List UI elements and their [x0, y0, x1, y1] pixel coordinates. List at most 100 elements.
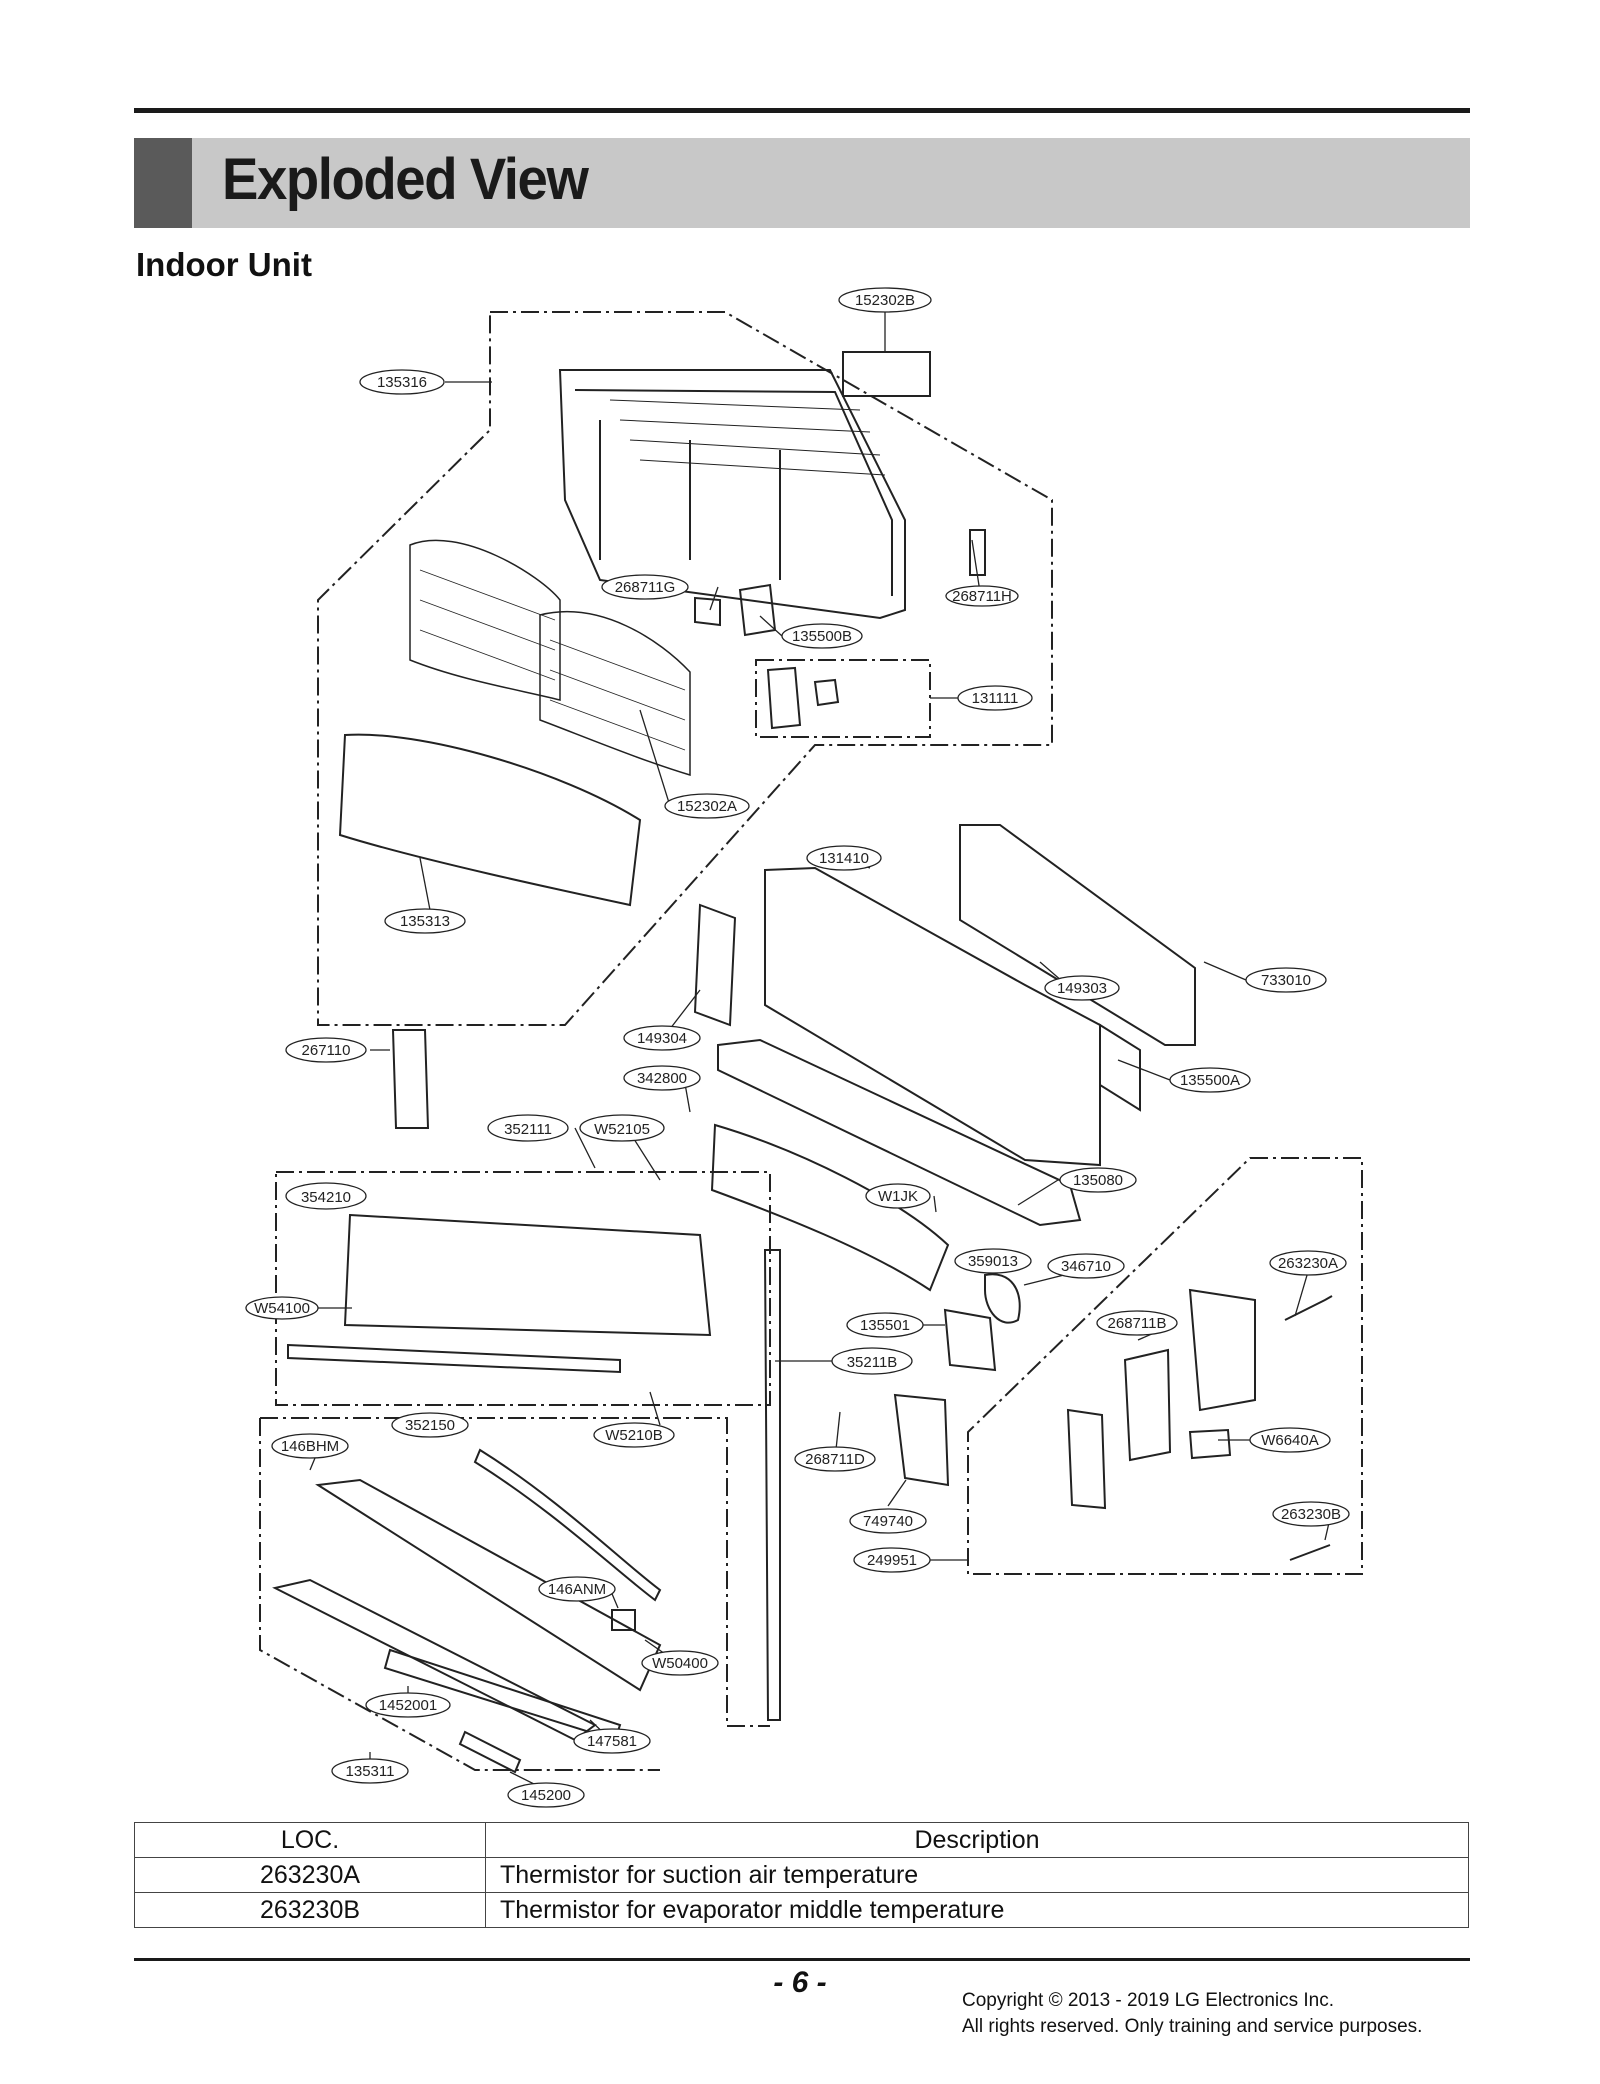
svg-text:359013: 359013: [968, 1253, 1018, 1270]
page-title: Exploded View: [222, 147, 589, 212]
callout-352150: 352150: [391, 1412, 469, 1438]
louver-blades-part: [272, 1578, 597, 1742]
main-chassis-part: [764, 866, 1101, 1167]
svg-text:131410: 131410: [819, 850, 869, 867]
cover-control-part: [738, 583, 777, 637]
fan-motor-part: [984, 1273, 1021, 1324]
callout-268711g: 268711G: [601, 574, 689, 600]
callout-w5210b: W5210B: [593, 1422, 675, 1448]
exploded-view-diagram: 152302B 135316 268711G 268711H 135500B 1…: [245, 287, 1363, 1808]
callout-135316: 135316: [359, 369, 445, 395]
drain-hose-part: [287, 1343, 621, 1374]
callout-149304: 149304: [623, 1025, 701, 1051]
svg-text:135080: 135080: [1073, 1172, 1123, 1189]
callout-147581: 147581: [573, 1728, 651, 1754]
svg-text:1452001: 1452001: [379, 1697, 437, 1714]
pcb-bracket-part: [1066, 1408, 1107, 1510]
loc-table-container: LOC. Description 263230A Thermistor for …: [134, 1822, 1469, 1928]
leader-lines: [309, 312, 1332, 1791]
callout-263230b: 263230B: [1272, 1501, 1350, 1527]
callout-w1jk: W1JK: [865, 1183, 931, 1209]
installation-plate-part: [959, 824, 1196, 1046]
motor-mount-part: [893, 1393, 950, 1487]
pcb-part: [1123, 1348, 1172, 1462]
callout-352111: 352111: [487, 1114, 569, 1142]
svg-text:342800: 342800: [637, 1070, 687, 1087]
callout-152302a: 152302A: [664, 793, 750, 819]
right-bracket-part: [1099, 1023, 1141, 1112]
thermistor-a-part: [1284, 1295, 1333, 1321]
callout-346710: 346710: [1047, 1253, 1125, 1279]
svg-text:149303: 149303: [1057, 980, 1107, 997]
callout-268711h: 268711H: [945, 585, 1019, 607]
table-row: 263230A Thermistor for suction air tempe…: [134, 1857, 1469, 1893]
callout-w50400: W50400: [641, 1650, 719, 1676]
svg-text:268711D: 268711D: [805, 1451, 865, 1468]
svg-text:263230B: 263230B: [1281, 1506, 1341, 1523]
louver-group-boundary: [259, 1417, 770, 1771]
callout-135500b: 135500B: [781, 623, 863, 649]
svg-text:135313: 135313: [400, 913, 450, 930]
copyright-notice: Copyright © 2013 - 2019 LG Electronics I…: [962, 1988, 1422, 2040]
louver-frame-part: [315, 1478, 662, 1692]
callout-359013: 359013: [954, 1248, 1032, 1274]
display-part: [766, 666, 840, 730]
loc-cell: 263230A: [134, 1857, 486, 1893]
svg-text:W5210B: W5210B: [605, 1427, 663, 1444]
bottom-rule: [134, 1958, 1470, 1961]
front-panel-part: [338, 733, 642, 907]
svg-text:249951: 249951: [867, 1552, 917, 1569]
callout-354210: 354210: [285, 1182, 367, 1210]
callout-268711d: 268711D: [794, 1446, 876, 1472]
callout-146anm: 146ANM: [538, 1576, 616, 1602]
svg-text:131111: 131111: [972, 690, 1019, 707]
drain-pan-part: [717, 1038, 1082, 1227]
svg-text:749740: 749740: [863, 1513, 913, 1530]
svg-text:135311: 135311: [346, 1763, 395, 1780]
callout-268711b: 268711B: [1096, 1310, 1178, 1336]
svg-text:135500B: 135500B: [792, 628, 852, 645]
svg-text:268711G: 268711G: [615, 579, 676, 596]
section-title: Indoor Unit: [136, 246, 312, 283]
callout-1452001: 1452001: [365, 1692, 451, 1718]
svg-text:354210: 354210: [301, 1189, 351, 1206]
svg-text:146BHM: 146BHM: [281, 1438, 339, 1455]
air-filter-part: [409, 539, 691, 777]
group-boundaries: [259, 311, 1363, 1771]
terminal-block-part: [1188, 1428, 1232, 1460]
callout-w54100: W54100: [245, 1296, 319, 1320]
svg-text:346710: 346710: [1061, 1258, 1111, 1275]
upper-group-boundary: [317, 311, 1053, 1026]
svg-text:35211B: 35211B: [847, 1354, 898, 1371]
callout-w6640a: W6640A: [1249, 1427, 1331, 1453]
loc-description-table: LOC. Description 263230A Thermistor for …: [134, 1822, 1469, 1928]
crossflow-fan-part: [710, 1123, 950, 1292]
pcb-cover-part: [694, 596, 721, 627]
title-band: Exploded View: [134, 138, 1470, 228]
remote-control-part: [391, 1029, 430, 1129]
coil-group-boundary: [275, 1171, 771, 1406]
svg-text:152302B: 152302B: [855, 292, 915, 309]
description-cell: Thermistor for evaporator middle tempera…: [485, 1892, 1469, 1928]
callout-267110: 267110: [285, 1037, 367, 1063]
table-row: 263230B Thermistor for evaporator middle…: [134, 1892, 1469, 1928]
svg-text:268711B: 268711B: [1108, 1315, 1167, 1332]
top-rule: [134, 108, 1470, 113]
motor-bracket-part: [693, 903, 737, 1027]
svg-text:733010: 733010: [1261, 972, 1311, 989]
svg-text:W6640A: W6640A: [1261, 1432, 1319, 1449]
header-description: Description: [485, 1822, 1469, 1858]
svg-text:267110: 267110: [302, 1042, 351, 1059]
header-loc: LOC.: [134, 1822, 486, 1858]
svg-text:145200: 145200: [521, 1787, 571, 1804]
callout-749740: 749740: [849, 1508, 927, 1534]
callout-131410: 131410: [806, 845, 882, 871]
thermistor-b-part: [1289, 1544, 1331, 1561]
callout-135500a: 135500A: [1169, 1067, 1251, 1093]
drain-hose-assembly-part: [473, 1448, 662, 1602]
callout-131111: 131111: [957, 685, 1033, 711]
svg-text:147581: 147581: [587, 1733, 637, 1750]
svg-text:352150: 352150: [405, 1417, 455, 1434]
control-box-boundary: [967, 1157, 1363, 1575]
callout-135313: 135313: [384, 908, 466, 934]
